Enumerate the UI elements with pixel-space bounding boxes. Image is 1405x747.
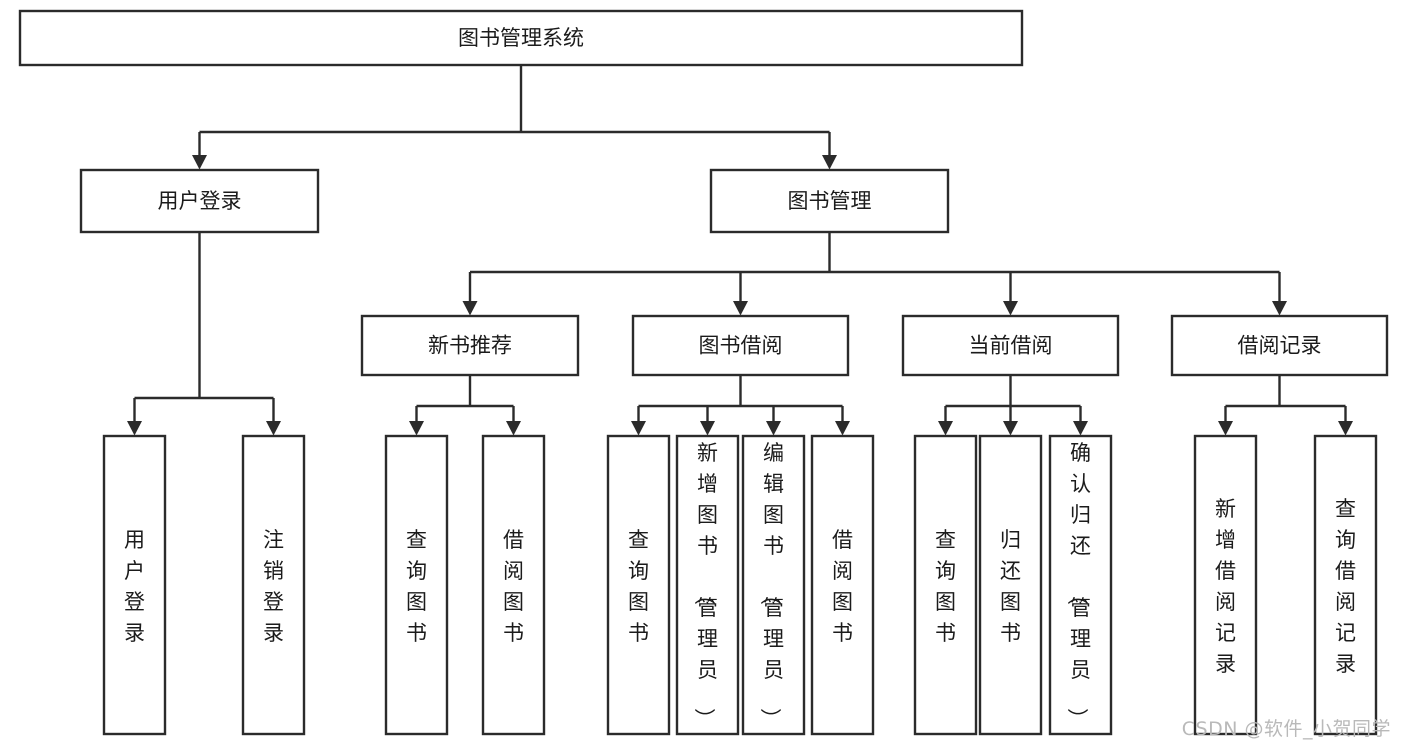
node-label: 图书管理 [788, 189, 872, 213]
node-label: 查询借阅记录 [1335, 497, 1356, 676]
node-label: 用户登录 [124, 528, 145, 645]
node-box[interactable] [241, 434, 306, 736]
node-借阅图书[interactable]: 借阅图书 [810, 434, 875, 736]
node-box[interactable] [978, 434, 1043, 736]
node-label: 新增图书（管理员） [692, 441, 718, 729]
edge-group-n5 [938, 375, 1088, 436]
node-box[interactable] [675, 434, 740, 736]
node-注销登录[interactable]: 注销登录 [241, 434, 306, 736]
node-label: 图书借阅 [699, 334, 783, 358]
node-图书管理系统[interactable]: 图书管理系统 [18, 9, 1024, 67]
node-label: 借阅图书 [832, 528, 853, 645]
watermark-text: CSDN @软件_小贺同学 [1181, 718, 1391, 740]
node-box[interactable] [606, 434, 671, 736]
edge-group-n4 [631, 375, 850, 436]
node-label: 用户登录 [158, 189, 242, 213]
node-box[interactable] [741, 434, 806, 736]
node-box[interactable] [709, 168, 950, 234]
node-用户登录[interactable]: 用户登录 [102, 434, 167, 736]
edge-group-n0 [192, 65, 837, 170]
edge-group-n2 [462, 232, 1287, 316]
node-新书推荐[interactable]: 新书推荐 [360, 314, 580, 377]
node-新增借阅记录[interactable]: 新增借阅记录 [1193, 434, 1258, 736]
node-图书管理[interactable]: 图书管理 [709, 168, 950, 234]
node-当前借阅[interactable]: 当前借阅 [901, 314, 1120, 377]
edge-group-n6 [1218, 375, 1353, 436]
edge-group-n1 [127, 232, 281, 436]
node-label: 新书推荐 [428, 334, 512, 358]
node-label: 确认归还（管理员） [1065, 441, 1091, 729]
node-box[interactable] [481, 434, 546, 736]
node-label: 注销登录 [263, 528, 284, 645]
node-label: 编辑图书（管理员） [758, 441, 784, 729]
node-box[interactable] [1048, 434, 1113, 736]
node-box[interactable] [102, 434, 167, 736]
node-box[interactable] [901, 314, 1120, 377]
node-确认归还管理员[interactable]: 确认归还（管理员） [1048, 434, 1113, 736]
node-box[interactable] [631, 314, 850, 377]
connector-layer [127, 65, 1353, 436]
node-label: 借阅图书 [503, 528, 524, 645]
node-借阅记录[interactable]: 借阅记录 [1170, 314, 1389, 377]
node-新增图书管理员[interactable]: 新增图书（管理员） [675, 434, 740, 736]
node-box[interactable] [913, 434, 978, 736]
node-查询图书[interactable]: 查询图书 [384, 434, 449, 736]
node-图书借阅[interactable]: 图书借阅 [631, 314, 850, 377]
node-label: 当前借阅 [969, 334, 1053, 358]
node-box[interactable] [1170, 314, 1389, 377]
node-box[interactable] [810, 434, 875, 736]
node-box[interactable] [384, 434, 449, 736]
node-归还图书[interactable]: 归还图书 [978, 434, 1043, 736]
node-box[interactable] [18, 9, 1024, 67]
node-查询借阅记录[interactable]: 查询借阅记录 [1313, 434, 1378, 736]
node-查询图书[interactable]: 查询图书 [606, 434, 671, 736]
node-借阅图书[interactable]: 借阅图书 [481, 434, 546, 736]
node-box[interactable] [360, 314, 580, 377]
node-label: 借阅记录 [1238, 334, 1322, 358]
node-box[interactable] [79, 168, 320, 234]
node-label: 图书管理系统 [458, 26, 584, 50]
node-label: 归还图书 [1000, 528, 1021, 645]
node-label: 查询图书 [406, 528, 427, 645]
node-label: 查询图书 [628, 528, 649, 645]
node-box[interactable] [1313, 434, 1378, 736]
node-编辑图书管理员[interactable]: 编辑图书（管理员） [741, 434, 806, 736]
edge-group-n3 [409, 375, 521, 436]
node-layer: 图书管理系统用户登录图书管理新书推荐图书借阅当前借阅借阅记录用户登录注销登录查询… [18, 9, 1389, 736]
node-box[interactable] [1193, 434, 1258, 736]
node-label: 查询图书 [935, 528, 956, 645]
node-查询图书[interactable]: 查询图书 [913, 434, 978, 736]
node-label: 新增借阅记录 [1215, 497, 1236, 676]
node-用户登录[interactable]: 用户登录 [79, 168, 320, 234]
